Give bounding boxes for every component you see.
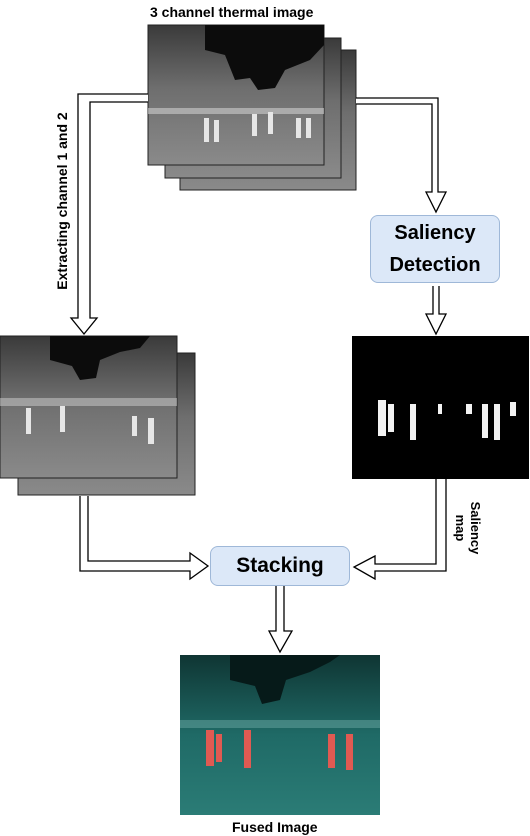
fused-pedestrians (206, 730, 353, 770)
fused-sky-region (230, 655, 340, 704)
arrow-channels-to-stacking (79, 496, 210, 581)
channel-crowd-band (0, 398, 177, 406)
saliency-blobs (378, 400, 516, 440)
thermal-sky-region (205, 25, 324, 90)
stacking-box: Stacking (210, 546, 350, 586)
channel-pedestrians (26, 406, 154, 444)
arrow-stacking-to-fused (267, 586, 294, 654)
saliency-map-image (352, 336, 529, 479)
fused-crowd-band (180, 720, 380, 728)
thermal-crowd-band (148, 108, 324, 114)
fused-image (180, 655, 380, 815)
thermal-image-title: 3 channel thermal image (150, 4, 314, 20)
channel-sky-region (50, 336, 150, 380)
fused-image-label: Fused Image (232, 819, 318, 835)
thermal-image-stack (147, 24, 357, 191)
arrow-thermal-to-channels (69, 93, 148, 336)
saliency-detection-box: Saliency Detection (370, 215, 500, 283)
thermal-pedestrians (204, 112, 311, 142)
saliency-map-label: Saliency map (453, 501, 483, 555)
channel-image-stack (0, 335, 196, 496)
arrow-thermal-to-saliency (356, 97, 448, 214)
arrow-map-to-stacking (352, 479, 447, 581)
flow-arrows (69, 93, 448, 654)
arrow-saliency-to-map (424, 286, 448, 336)
extract-channel-label: Extracting channel 1 and 2 (54, 112, 70, 290)
